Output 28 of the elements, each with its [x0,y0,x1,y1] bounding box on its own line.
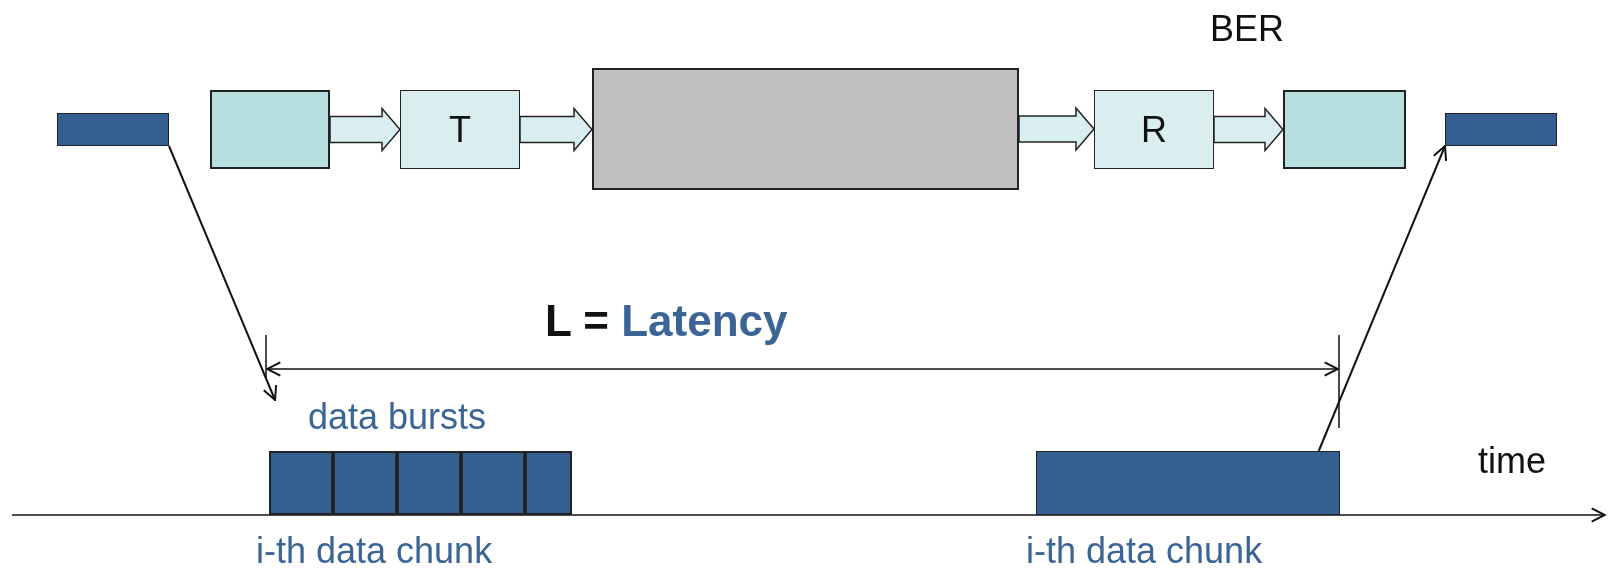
block-arrow [1018,105,1095,153]
arrow [168,145,278,401]
node-label: T [449,108,471,151]
channel-box [592,68,1019,190]
process-box [210,90,330,169]
signal-bar [1445,113,1557,146]
transmitter-box [400,90,520,169]
data-chunk-bar [1036,451,1340,515]
latency-label: L = Latency [545,296,788,346]
burst-block [461,451,525,515]
chunk-caption: i-th data chunk [1026,530,1263,572]
receiver-box [1094,90,1214,169]
burst-block [333,451,397,515]
block-arrow [1213,106,1284,153]
axis-label: time [1478,440,1546,482]
burst-block [525,451,572,515]
signal-bar [57,113,169,146]
block-arrow [329,106,401,153]
node-label: R [1141,108,1167,151]
ber-label: BER [1210,8,1285,50]
arrow [1317,145,1448,452]
block-arrow [519,106,593,153]
chunk-caption: i-th data chunk [256,530,493,572]
group-heading: data bursts [308,396,487,438]
data-burst-group [269,400,572,515]
burst-block [269,451,333,515]
process-box [1283,90,1406,169]
burst-block [397,451,461,515]
